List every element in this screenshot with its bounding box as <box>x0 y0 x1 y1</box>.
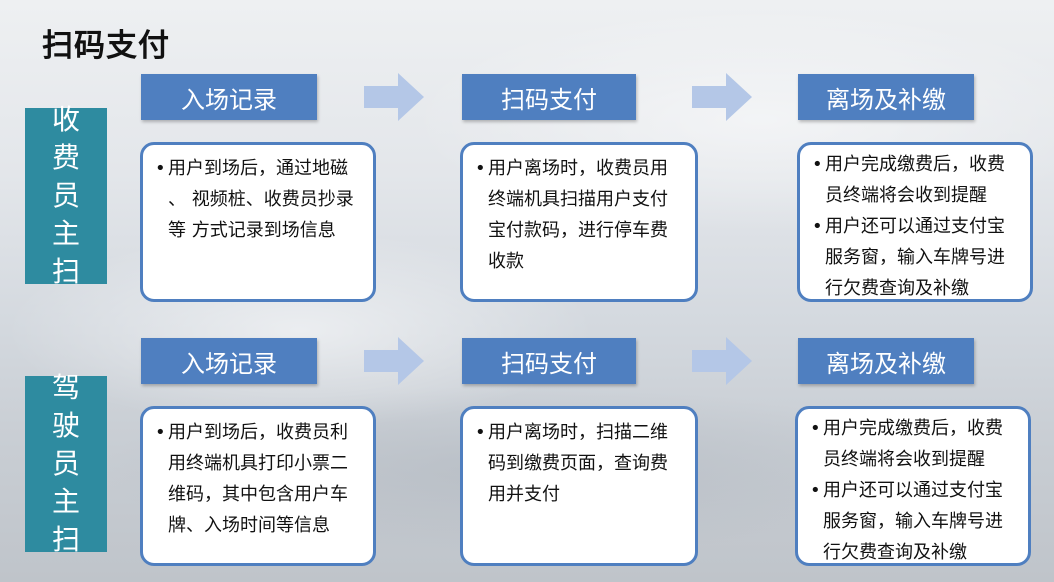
step-header-pay: 扫码支付 <box>462 338 636 384</box>
row-label-char: 驶 <box>51 409 80 442</box>
right-arrow-icon <box>692 337 752 385</box>
step-detail-entry: 用户到场后，收费员利用终端机具打印小票二维码，其中包含用户车牌、入场时间等信息 <box>140 406 376 566</box>
step-detail-exit: 用户完成缴费后，收费员终端将会收到提醒 用户还可以通过支付宝服务窗，输入车牌号进… <box>795 406 1031 566</box>
step-header-exit: 离场及补缴 <box>798 74 974 120</box>
list-item: 用户离场时，扫描二维码到缴费页面，查询费用并支付 <box>475 417 685 510</box>
row-label-cashier-scan: 收 费 员 主 扫 <box>25 103 107 288</box>
list-item: 用户还可以通过支付宝服务窗，输入车牌号进行欠费查询及补缴 <box>812 211 1020 304</box>
list-item: 用户到场后，通过地磁 、 视频桩、收费员抄录等 方式记录到场信息 <box>155 153 363 246</box>
right-arrow-icon <box>364 73 424 121</box>
row-label-driver-scan: 驾 驶 员 主 扫 <box>25 371 107 556</box>
list-item: 用户完成缴费后，收费员终端将会收到提醒 <box>810 413 1018 475</box>
list-item: 用户完成缴费后，收费员终端将会收到提醒 <box>812 149 1020 211</box>
step-detail-exit: 用户完成缴费后，收费员终端将会收到提醒 用户还可以通过支付宝服务窗，输入车牌号进… <box>797 142 1033 302</box>
step-header-entry: 入场记录 <box>141 74 317 120</box>
step-header-exit: 离场及补缴 <box>798 338 974 384</box>
list-item: 用户还可以通过支付宝服务窗，输入车牌号进行欠费查询及补缴 <box>810 475 1018 568</box>
step-detail-entry: 用户到场后，通过地磁 、 视频桩、收费员抄录等 方式记录到场信息 <box>140 142 376 302</box>
step-header-entry: 入场记录 <box>141 338 317 384</box>
right-arrow-icon <box>692 73 752 121</box>
row-label-char: 费 <box>51 141 80 174</box>
step-header-pay: 扫码支付 <box>462 74 636 120</box>
row-label-char: 驾 <box>51 371 80 404</box>
row-label-char: 员 <box>51 447 80 480</box>
page-title: 扫码支付 <box>42 28 170 64</box>
row-label-char: 收 <box>51 103 80 136</box>
row-label-char: 主 <box>51 485 80 518</box>
list-item: 用户离场时，收费员用终端机具扫描用户支付宝付款码，进行停车费收款 <box>475 153 685 277</box>
list-item: 用户到场后，收费员利用终端机具打印小票二维码，其中包含用户车牌、入场时间等信息 <box>155 417 363 541</box>
row-label-char: 员 <box>51 179 80 212</box>
row-label-char: 主 <box>51 217 80 250</box>
row-label-char: 扫 <box>51 255 80 288</box>
row-label-char: 扫 <box>51 523 80 556</box>
right-arrow-icon <box>364 337 424 385</box>
step-detail-pay: 用户离场时，收费员用终端机具扫描用户支付宝付款码，进行停车费收款 <box>460 142 698 302</box>
step-detail-pay: 用户离场时，扫描二维码到缴费页面，查询费用并支付 <box>460 406 698 566</box>
